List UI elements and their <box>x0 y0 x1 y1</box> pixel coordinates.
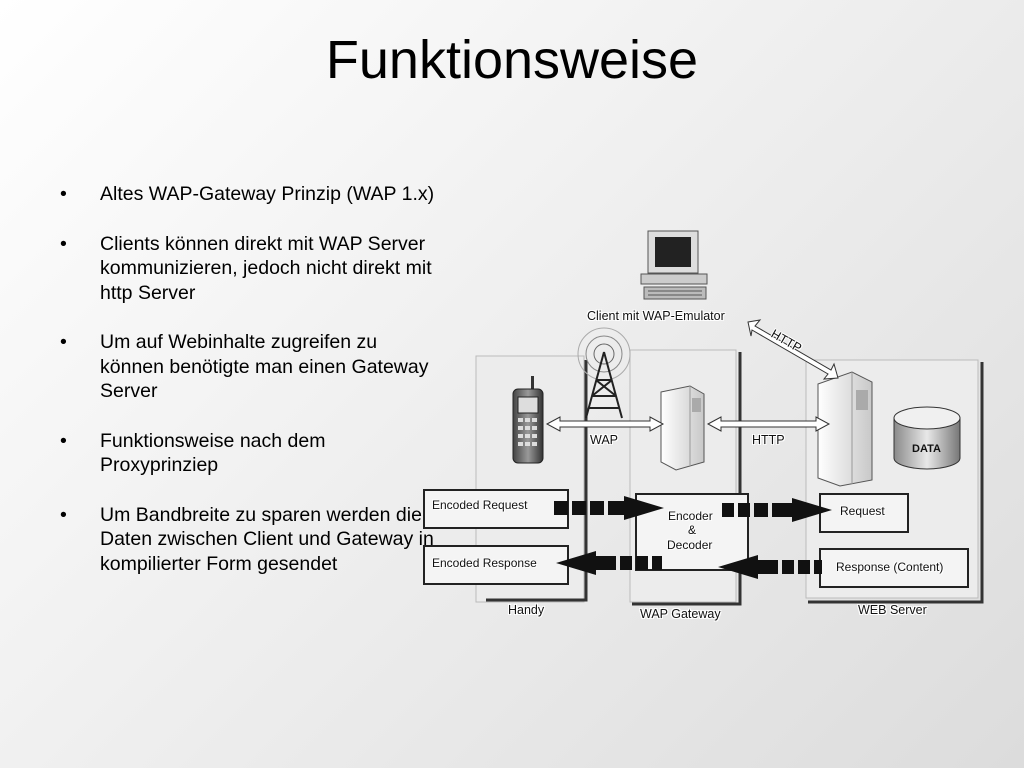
wap-double-arrow <box>545 416 665 432</box>
computer-icon <box>640 230 708 300</box>
encoder-label: Encoder <box>668 509 713 523</box>
webserver-label: WEB Server <box>858 603 927 617</box>
bullet-text: Funktionsweise nach dem Proxyprinziep <box>100 429 326 477</box>
antenna-tower-icon <box>577 327 631 419</box>
bullet-list: • Altes WAP-Gateway Prinzip (WAP 1.x) • Cl… <box>56 182 436 601</box>
ampersand-label: & <box>688 523 697 537</box>
encoded-response-label: Encoded Response <box>432 556 537 570</box>
response-flow-arrow-left <box>556 551 662 575</box>
request-flow-arrow-right <box>722 498 832 522</box>
gateway-server-icon <box>660 385 705 471</box>
bullet-item: • Altes WAP-Gateway Prinzip (WAP 1.x) <box>56 182 436 207</box>
encoded-request-label: Encoded Request <box>432 498 528 512</box>
bullet-symbol: • <box>60 183 67 205</box>
bullet-text: Um auf Webinhalte zugreifen zu können be… <box>100 331 429 402</box>
bullet-text: Altes WAP-Gateway Prinzip (WAP 1.x) <box>100 183 435 205</box>
database-icon <box>893 406 961 470</box>
bullet-item: • Funktionsweise nach dem Proxyprinziep <box>56 429 436 478</box>
bullet-symbol: • <box>60 503 67 526</box>
client-label: Client mit WAP-Emulator <box>587 309 725 323</box>
data-label: DATA <box>912 443 941 455</box>
request-label: Request <box>840 504 885 518</box>
response-label: Response (Content) <box>836 560 944 574</box>
handy-label: Handy <box>508 603 545 617</box>
web-server-icon <box>817 371 873 487</box>
encoded-request-box <box>423 489 569 529</box>
http-label: HTTP <box>752 433 785 447</box>
http-double-arrow <box>706 416 831 432</box>
bullet-symbol: • <box>60 331 67 353</box>
request-flow-arrow-left <box>554 496 664 520</box>
bullet-item: • Um auf Webinhalte zugreifen zu können b… <box>56 330 436 404</box>
mobile-phone-icon <box>512 376 544 464</box>
bullet-item: • Um Bandbreite zu sparen werden die Date… <box>56 503 436 577</box>
wap-label: WAP <box>590 433 619 447</box>
bullet-symbol: • <box>60 232 67 255</box>
gateway-label: WAP Gateway <box>640 607 721 621</box>
response-box <box>819 548 969 588</box>
response-flow-arrow-right <box>718 555 822 579</box>
page-title: Funktionsweise <box>325 30 699 90</box>
bullet-text: Clients können direkt mit WAP Server kom… <box>100 232 432 304</box>
bullet-symbol: • <box>60 429 67 452</box>
bullet-text: Um Bandbreite zu sparen werden die Daten… <box>100 503 434 575</box>
bullet-item: • Clients können direkt mit WAP Server ko… <box>56 232 436 306</box>
http-diagonal-arrow <box>747 319 839 380</box>
decoder-label: Decoder <box>667 538 713 552</box>
